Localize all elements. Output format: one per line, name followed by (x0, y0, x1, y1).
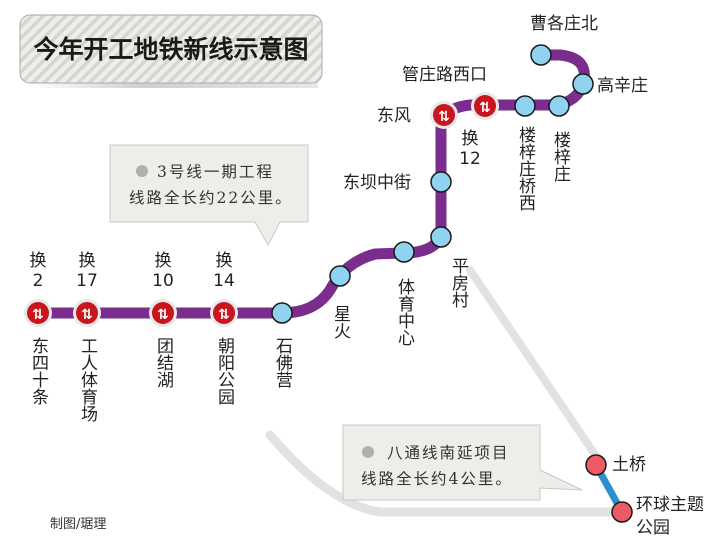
station-label: 星火 (330, 305, 351, 339)
station-label: 环球主题 (636, 495, 704, 515)
station-louzizhuang[interactable] (548, 95, 570, 117)
station-label: 体育中心 (394, 278, 415, 346)
station-gaoxinzhuang[interactable] (572, 73, 594, 95)
transfer-station-tuanjiehu[interactable]: ⇅ (149, 299, 177, 327)
station-label: 团结湖 (153, 337, 174, 389)
callout-line3: 3号线一期工程 线路全长约22公里。 (109, 144, 309, 247)
svg-text:换: 换 (462, 129, 479, 149)
station-xinghuo[interactable] (329, 265, 351, 287)
svg-text:线路全长约4公里。: 线路全长约4公里。 (361, 470, 513, 488)
page-title: 今年开工地铁新线示意图 (33, 35, 308, 64)
shadow-track (265, 430, 625, 517)
svg-text:换: 换 (155, 251, 172, 271)
transfer-station-guanzhuangluxikou[interactable]: ⇅ (471, 92, 499, 120)
svg-text:换: 换 (216, 251, 233, 271)
svg-text:17: 17 (76, 271, 98, 291)
transfer-icon: ⇅ (157, 307, 169, 323)
station-label: 公园 (636, 518, 670, 538)
station-label: 高辛庄 (597, 76, 648, 96)
transfer-icon: ⇅ (32, 307, 44, 323)
station-tiyuzhongxin[interactable] (393, 241, 415, 263)
transfer-station-dongfeng[interactable]: ⇅ (430, 101, 458, 129)
station-caogezhuangbei[interactable] (530, 44, 552, 66)
station-label: 工人体育场 (77, 337, 98, 423)
title-box: 今年开工地铁新线示意图 (19, 14, 323, 88)
transfer-station-dongsishitiao[interactable]: ⇅ (24, 299, 52, 327)
station-dongbazhongjie[interactable] (430, 171, 452, 193)
transfer-icon: ⇅ (479, 100, 491, 116)
station-pingfangcun[interactable] (430, 226, 452, 248)
svg-text:14: 14 (213, 271, 235, 291)
station-label: 石佛营 (272, 337, 293, 388)
callout-batong: 八通线南延项目 线路全长约4公里。 (342, 424, 583, 501)
svg-text:换: 换 (30, 251, 47, 271)
shadow-track (466, 266, 604, 466)
station-label: 楼梓庄桥西 (515, 126, 536, 211)
credit: 制图/琚理 (50, 517, 106, 532)
station-shifoying[interactable] (271, 302, 293, 324)
station-tuqiao[interactable] (585, 454, 607, 476)
station-label: 管庄路西口 (402, 65, 487, 85)
transfer-station-gongrentiyuchang[interactable]: ⇅ (73, 299, 101, 327)
transfer-icon: ⇅ (81, 307, 93, 323)
station-label: 曹各庄北 (530, 14, 598, 34)
station-huanqiuzhutigongyuan[interactable] (611, 501, 633, 523)
station-label: 东风 (377, 106, 411, 126)
station-label: 楼梓庄 (550, 131, 571, 182)
svg-text:12: 12 (459, 149, 481, 169)
transfer-station-chaoyanggongyuan[interactable]: ⇅ (210, 299, 238, 327)
svg-text:线路全长约22公里。: 线路全长约22公里。 (129, 189, 293, 207)
transfer-icon: ⇅ (218, 307, 230, 323)
svg-text:换: 换 (79, 251, 96, 271)
transfer-icon: ⇅ (438, 109, 450, 125)
svg-text:八通线南延项目: 八通线南延项目 (387, 444, 510, 462)
station-label: 东四十条 (28, 337, 49, 405)
station-label: 东坝中街 (343, 173, 411, 193)
station-label: 朝阳公园 (214, 337, 235, 405)
svg-text:2: 2 (33, 271, 44, 291)
station-louzizhuangqiaoxi[interactable] (514, 95, 536, 117)
svg-text:10: 10 (152, 271, 174, 291)
station-label: 平房村 (448, 257, 469, 308)
station-label: 土桥 (612, 455, 646, 475)
svg-text:3号线一期工程: 3号线一期工程 (157, 163, 274, 181)
